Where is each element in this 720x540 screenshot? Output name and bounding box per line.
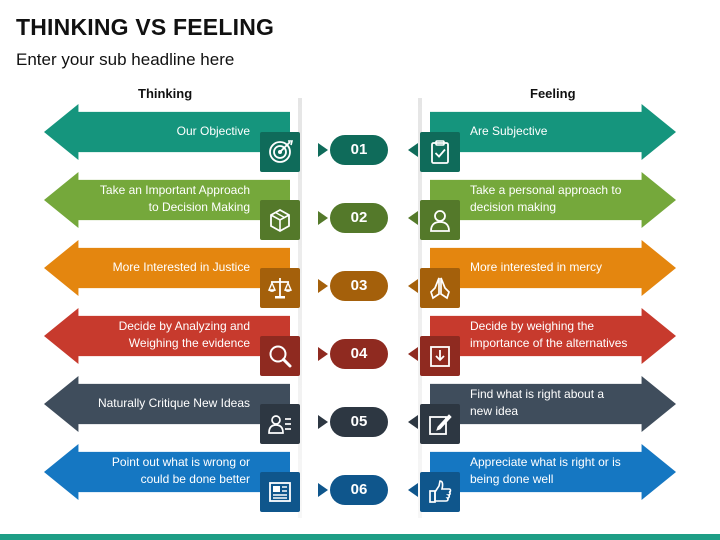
- feeling-text: More interested in mercy: [470, 259, 660, 276]
- step-number-badge: 04: [330, 339, 388, 369]
- thinking-arrow: [44, 104, 290, 160]
- step-number-badge: 05: [330, 407, 388, 437]
- thinking-text-line: could be done better: [140, 472, 250, 486]
- feeling-text-line: Are Subjective: [470, 124, 548, 138]
- row-05: Naturally Critique New Ideas Find what is…: [0, 376, 720, 444]
- left-divider: [298, 98, 302, 518]
- user-list-icon: [260, 404, 300, 444]
- thinking-text: More Interested in Justice: [60, 259, 250, 276]
- thinking-arrow: [44, 172, 290, 228]
- thinking-text-line: Decide by Analyzing and: [118, 319, 250, 333]
- thinking-text-line: Point out what is wrong or: [111, 455, 250, 469]
- feeling-text: Are Subjective: [470, 123, 660, 140]
- person-icon: [420, 200, 460, 240]
- pointer-right: [408, 415, 418, 429]
- thinking-arrow: [44, 444, 290, 500]
- box-icon: [260, 200, 300, 240]
- thinking-arrow: [44, 308, 290, 364]
- thinking-text-line: Weighing the evidence: [128, 336, 250, 350]
- newspaper-icon: [260, 472, 300, 512]
- thinking-text: Our Objective: [60, 123, 250, 140]
- feeling-text: Find what is right about a new idea: [470, 386, 660, 420]
- thinking-text: Take an Important Approach to Decision Ma…: [60, 182, 250, 216]
- page-subtitle: Enter your sub headline here: [16, 50, 235, 69]
- feeling-text-line: being done well: [470, 472, 554, 486]
- thinking-text-line: More Interested in Justice: [112, 260, 250, 274]
- row-03: More Interested in Justice More intereste…: [0, 240, 720, 308]
- feeling-text-line: new idea: [470, 404, 519, 418]
- thinking-arrow: [44, 376, 290, 432]
- download-tray-icon: [420, 336, 460, 376]
- thinking-text: Point out what is wrong or could be done …: [60, 454, 250, 488]
- page-title: THINKING VS FEELING: [16, 14, 275, 40]
- thinking-text-line: Our Objective: [176, 124, 250, 138]
- pointer-right: [408, 143, 418, 157]
- feeling-text-line: Find what is right about a: [470, 387, 605, 401]
- row-06: Point out what is wrong or could be done …: [0, 444, 720, 512]
- praying-hands-icon: [420, 268, 460, 308]
- feeling-text-line: Appreciate what is right or is: [470, 455, 621, 469]
- thinking-text-line: to Decision Making: [148, 200, 250, 214]
- feeling-arrow: [430, 376, 676, 432]
- feeling-arrow: [430, 444, 676, 500]
- step-number-badge: 02: [330, 203, 388, 233]
- feeling-text-line: More interested in mercy: [470, 260, 603, 274]
- thinking-text-line: Naturally Critique New Ideas: [97, 396, 250, 410]
- feeling-text-line: importance of the alternatives: [470, 336, 628, 350]
- feeling-text-line: decision making: [470, 200, 557, 214]
- edit-icon: [420, 404, 460, 444]
- pointer-left: [318, 143, 328, 157]
- pointer-left: [318, 279, 328, 293]
- bottom-bar: [0, 534, 720, 540]
- feeling-arrow: [430, 104, 676, 160]
- feeling-text: Take a personal approach to decision maki…: [470, 182, 660, 216]
- clipboard-check-icon: [420, 132, 460, 172]
- pointer-right: [408, 279, 418, 293]
- pointer-right: [408, 483, 418, 497]
- feeling-arrow: [430, 308, 676, 364]
- feeling-arrow: [430, 240, 676, 296]
- pointer-left: [318, 211, 328, 225]
- step-number-badge: 06: [330, 475, 388, 505]
- feeling-text-line: Decide by weighing the: [470, 319, 595, 333]
- thinking-column-header: Thinking: [138, 86, 193, 101]
- pointer-left: [318, 415, 328, 429]
- magnifier-icon: [260, 336, 300, 376]
- thinking-text: Naturally Critique New Ideas: [60, 395, 250, 412]
- target-icon: [260, 132, 300, 172]
- thumbs-up-icon: [420, 472, 460, 512]
- scales-icon: [260, 268, 300, 308]
- feeling-text: Appreciate what is right or is being done…: [470, 454, 660, 488]
- feeling-column-header: Feeling: [530, 86, 576, 101]
- pointer-right: [408, 347, 418, 361]
- feeling-text-line: Take a personal approach to: [470, 183, 622, 197]
- right-divider: [418, 98, 422, 518]
- pointer-left: [318, 483, 328, 497]
- pointer-left: [318, 347, 328, 361]
- feeling-arrow: [430, 172, 676, 228]
- thinking-arrow: [44, 240, 290, 296]
- feeling-text: Decide by weighing the importance of the …: [470, 318, 660, 352]
- thinking-text-line: Take an Important Approach: [99, 183, 250, 197]
- row-01: Our Objective Are Subjective 01: [0, 104, 720, 172]
- step-number-badge: 03: [330, 271, 388, 301]
- step-number-badge: 01: [330, 135, 388, 165]
- pointer-right: [408, 211, 418, 225]
- row-02: Take an Important Approach to Decision Ma…: [0, 172, 720, 240]
